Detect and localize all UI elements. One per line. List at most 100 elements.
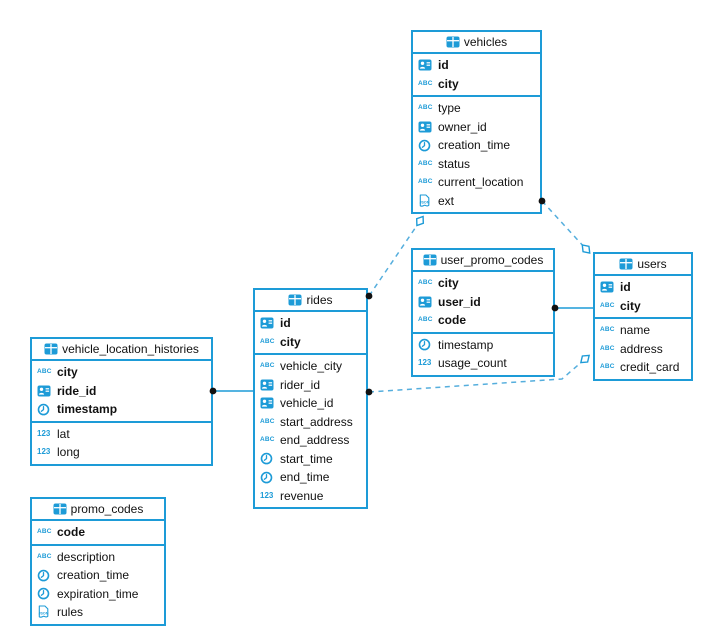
field-label: start_time [280,451,333,466]
table-title: user_promo_codes [440,253,544,267]
abc-icon: ABC [600,326,615,333]
field-row-ext[interactable]: JSON ext [413,192,540,211]
field-label: end_address [280,433,350,448]
clock-icon [37,403,54,416]
table-title: promo_codes [70,502,144,516]
abc-icon: ABC [600,363,615,370]
field-row-rider_id[interactable]: rider_id [255,376,366,395]
relationship-line-vehicles-users [541,200,587,250]
number-123-icon: 123 [418,358,432,368]
table-icon [619,258,633,270]
person-id-icon [600,281,617,293]
field-label: type [438,101,461,116]
table-header[interactable]: vehicles [413,32,540,54]
field-label: description [57,549,116,564]
table-header[interactable]: promo_codes [32,499,164,521]
field-label: city [438,76,459,91]
table-header[interactable]: users [595,254,691,276]
field-row-creation_time[interactable]: creation_time [413,136,540,155]
table-header[interactable]: vehicle_location_histories [32,339,211,361]
abc-icon: ABC [600,301,615,309]
field-label: city [280,334,301,349]
field-row-vehicle_id[interactable]: vehicle_id [255,394,366,413]
clock-icon [260,471,277,484]
table-header[interactable]: user_promo_codes [413,250,553,272]
person-id-icon [260,317,277,329]
field-row-creation_time[interactable]: creation_time [32,566,164,585]
clock-icon [418,338,435,351]
svg-text:JSON: JSON [420,200,430,204]
field-label: vehicle_city [280,359,343,374]
person-id-icon [260,397,277,409]
clock-icon [37,569,54,582]
field-label: end_time [280,470,330,485]
field-row-city[interactable]: ABC city [255,333,366,352]
abc-icon: ABC [418,178,433,185]
field-row-id[interactable]: id [413,56,540,75]
number-123-icon: 123 [260,490,274,500]
abc-icon: ABC [418,316,433,323]
abc-icon: ABC [600,344,615,352]
json-icon: JSON [418,194,435,208]
field-row-start_time[interactable]: start_time [255,450,366,469]
field-row-end_time[interactable]: end_time [255,468,366,487]
field-label: code [438,313,467,328]
field-label: code [57,525,86,540]
field-label: ext [438,193,455,208]
field-row-id[interactable]: id [595,278,691,297]
field-row-expiration_time[interactable]: expiration_time [32,585,164,604]
field-row-timestamp[interactable]: timestamp [32,400,211,419]
field-label: timestamp [438,337,494,352]
field-row-code[interactable]: ABC code [413,311,553,330]
field-label: status [438,156,471,171]
table-header[interactable]: rides [255,290,366,312]
field-row-user_id[interactable]: user_id [413,293,553,312]
abc-icon: ABC [260,337,275,345]
field-row-owner_id[interactable]: owner_id [413,118,540,137]
table-title: rides [306,293,333,307]
field-row-timestamp[interactable]: timestamp [413,336,553,355]
field-label: lat [57,426,70,441]
field-label: timestamp [57,402,118,417]
clock-icon [418,139,435,152]
field-row-id[interactable]: id [255,314,366,333]
field-label: ride_id [57,383,97,398]
field-row-description[interactable]: ABC description [32,548,164,567]
field-row-ride_id[interactable]: ride_id [32,382,211,401]
abc-icon: ABC [37,552,52,560]
table-title: vehicles [463,35,508,49]
table-icon [288,294,302,306]
field-label: owner_id [438,119,487,134]
